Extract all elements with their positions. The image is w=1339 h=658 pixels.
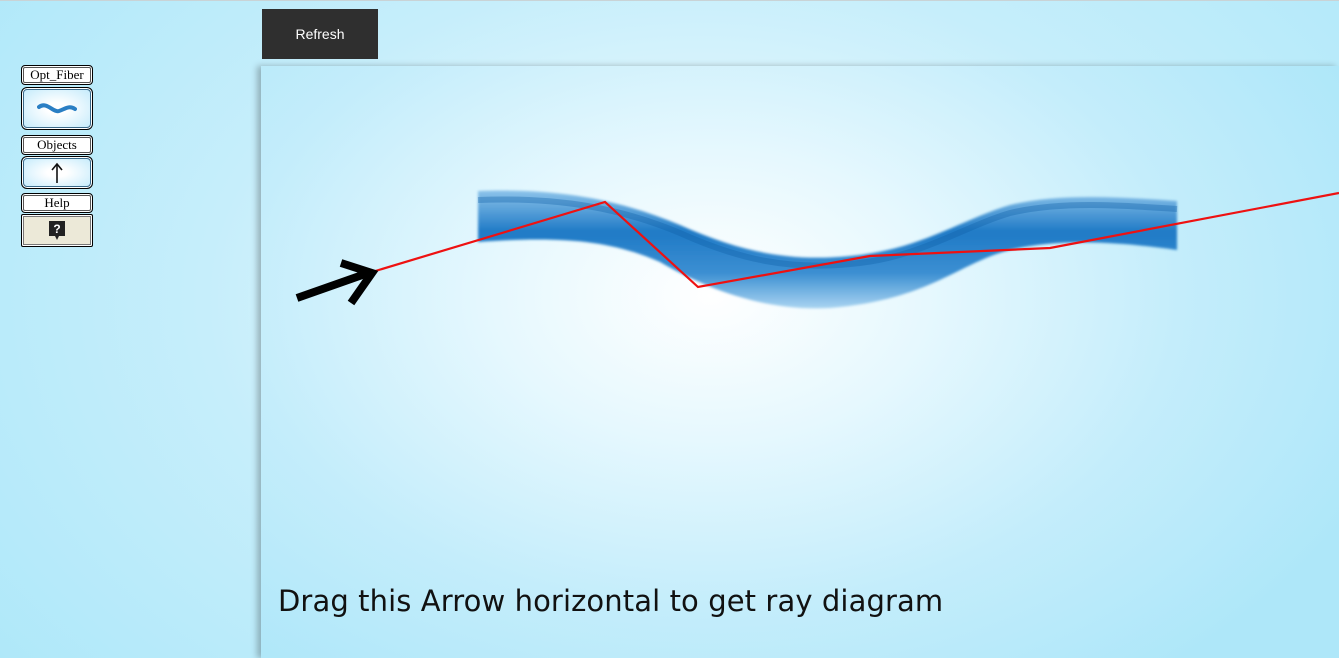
objects-button[interactable]: [21, 156, 93, 189]
objects-label-button[interactable]: Objects: [21, 135, 93, 155]
help-icon: ?: [49, 220, 65, 240]
up-arrow-icon: [51, 162, 63, 183]
simulation-stage: [261, 66, 1339, 658]
help-button[interactable]: ?: [21, 214, 93, 247]
top-border: [0, 0, 1339, 1]
refresh-button[interactable]: Refresh: [262, 9, 378, 59]
draggable-arrow[interactable]: [295, 259, 379, 306]
fiber-wave-icon: [37, 102, 77, 113]
svg-text:?: ?: [53, 222, 60, 236]
opt-fiber-label-button[interactable]: Opt_Fiber: [21, 65, 93, 85]
light-ray: [371, 191, 1339, 289]
help-label-button[interactable]: Help: [21, 193, 93, 213]
opt-fiber-button[interactable]: [21, 87, 93, 130]
instruction-text: Drag this Arrow horizontal to get ray di…: [278, 584, 944, 618]
